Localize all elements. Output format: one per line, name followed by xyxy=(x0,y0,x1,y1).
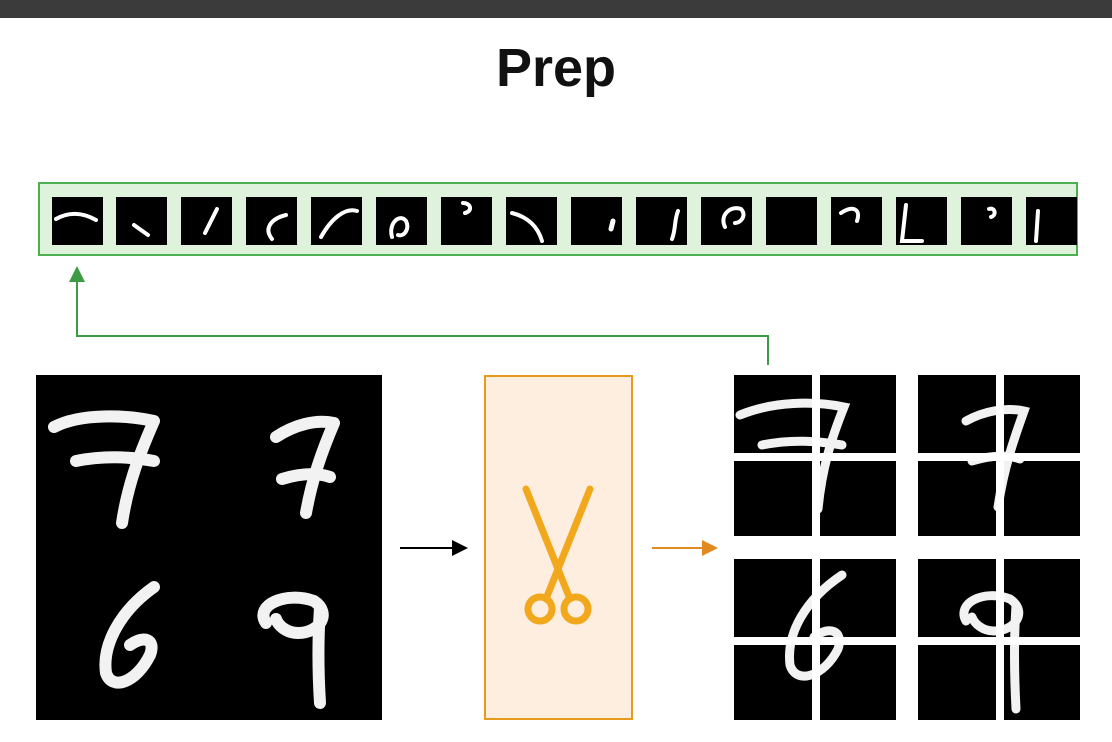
patch-token-4 xyxy=(246,197,297,245)
patch-token-1 xyxy=(52,197,103,245)
page-title: Prep xyxy=(495,38,617,98)
patch-grid xyxy=(734,375,1080,720)
scissors-icon xyxy=(522,485,594,625)
patch-token-13 xyxy=(831,197,882,245)
patch-token-14 xyxy=(896,197,947,245)
patches-top-right xyxy=(918,375,1080,536)
patch-token-12 xyxy=(766,197,817,245)
patch-token-16 xyxy=(1026,197,1077,245)
input-digit-image xyxy=(36,375,382,720)
top-bar xyxy=(0,0,1112,18)
patch-token-15 xyxy=(961,197,1012,245)
patches-bottom-left xyxy=(734,559,896,720)
patch-sequence-strip xyxy=(38,182,1078,256)
patches-top-left xyxy=(734,375,896,536)
patch-token-6 xyxy=(376,197,427,245)
patch-token-2 xyxy=(116,197,167,245)
arrow-patches-to-sequence xyxy=(69,266,769,365)
patch-token-9 xyxy=(571,197,622,245)
patch-token-3 xyxy=(181,197,232,245)
patch-token-11 xyxy=(701,197,752,245)
digit-drawing xyxy=(48,410,340,709)
patch-token-10 xyxy=(636,197,687,245)
patch-cutter-box xyxy=(484,375,633,720)
patches-bottom-right xyxy=(918,559,1080,720)
patch-token-5 xyxy=(311,197,362,245)
patch-token-7 xyxy=(441,197,492,245)
patch-token-8 xyxy=(506,197,557,245)
